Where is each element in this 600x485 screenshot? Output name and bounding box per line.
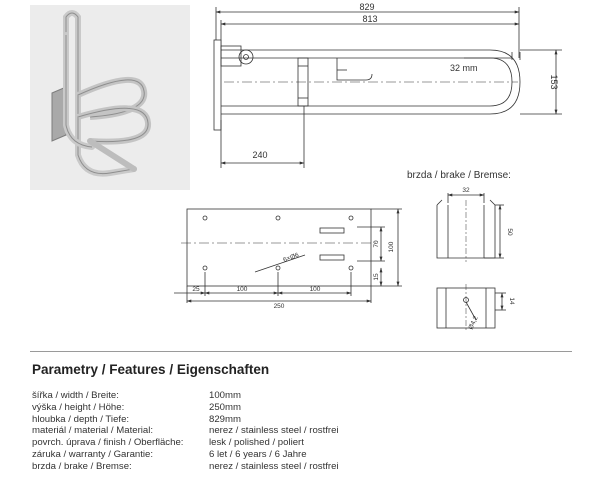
dim-height-153: 153 bbox=[549, 74, 559, 89]
param-row-height: výška / height / Höhe: 250mm bbox=[32, 402, 452, 414]
dim-total-829: 829 bbox=[359, 2, 374, 12]
param-value: nerez / stainless steel / rostfrei bbox=[209, 425, 339, 437]
dim-brake-32: 32 bbox=[462, 187, 470, 194]
brake-drawing bbox=[436, 193, 506, 332]
dim-100-b: 100 bbox=[310, 286, 321, 293]
dim-250: 250 bbox=[274, 303, 285, 310]
dim-brake-hole: Ø4,2 bbox=[467, 315, 479, 331]
parameters-table: šířka / width / Breite: 100mm výška / he… bbox=[32, 390, 452, 473]
param-label: brzda / brake / Bremse: bbox=[32, 460, 132, 472]
dim-25: 25 bbox=[192, 286, 200, 293]
dim-100-vertical: 100 bbox=[388, 241, 395, 252]
param-value: nerez / stainless steel / rostfrei bbox=[209, 460, 339, 472]
param-value: 6 let / 6 years / 6 Jahre bbox=[209, 448, 307, 460]
dim-brake-14: 14 bbox=[508, 297, 515, 305]
param-value: lesk / polished / poliert bbox=[209, 437, 304, 449]
dim-inner-813: 813 bbox=[362, 14, 377, 24]
brake-caption: brzda / brake / Bremse: bbox=[407, 170, 511, 181]
param-label: šířka / width / Breite: bbox=[32, 390, 119, 401]
dim-70: 70 bbox=[373, 240, 380, 248]
dim-brake-50: 50 bbox=[506, 228, 513, 236]
param-label: výška / height / Höhe: bbox=[32, 401, 125, 413]
wall-plate-drawing bbox=[174, 208, 402, 303]
dim-holes: 6×Ø6 bbox=[282, 252, 300, 264]
param-label: materiál / material / Material: bbox=[32, 425, 154, 437]
param-label: hloubka / depth / Tiefe: bbox=[32, 413, 130, 425]
dim-100-a: 100 bbox=[237, 286, 248, 293]
technical-drawings: 829 813 32 mm 153 240 bbox=[174, 2, 562, 332]
dim-mount-240: 240 bbox=[252, 150, 267, 160]
param-label: záruka / warranty / Garantie: bbox=[32, 448, 154, 460]
product-photo bbox=[30, 5, 190, 190]
param-value: 250mm bbox=[209, 401, 241, 413]
dim-15: 15 bbox=[373, 273, 380, 281]
grab-bar-illustration bbox=[30, 5, 190, 190]
section-divider bbox=[30, 351, 572, 352]
param-value: 829mm bbox=[209, 413, 241, 425]
param-label: povrch. úprava / finish / Oberfläche: bbox=[32, 437, 184, 449]
section-title: Parametry / Features / Eigenschaften bbox=[32, 362, 270, 377]
param-row-warranty: záruka / warranty / Garantie: 6 let / 6 … bbox=[32, 449, 452, 461]
param-row-material: materiál / material / Material: nerez / … bbox=[32, 425, 452, 437]
dim-tube-32mm: 32 mm bbox=[450, 63, 478, 73]
param-row-width: šířka / width / Breite: 100mm bbox=[32, 390, 452, 402]
param-row-brake: brzda / brake / Bremse: nerez / stainles… bbox=[32, 461, 452, 473]
param-value: 100mm bbox=[209, 390, 241, 401]
side-view-drawing bbox=[213, 7, 562, 168]
param-row-depth: hloubka / depth / Tiefe: 829mm bbox=[32, 414, 452, 426]
param-row-finish: povrch. úprava / finish / Oberfläche: le… bbox=[32, 437, 452, 449]
